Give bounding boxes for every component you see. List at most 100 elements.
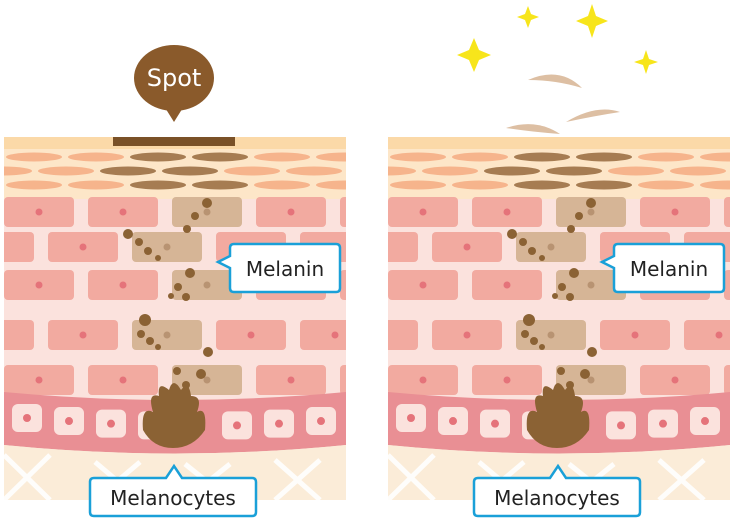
melanin-granule <box>552 293 558 299</box>
melanin-granules <box>507 198 597 389</box>
corneum-flake <box>192 152 248 162</box>
skin-cell <box>4 232 34 262</box>
cell-nucleus <box>419 281 427 289</box>
cell-nucleus <box>380 244 387 251</box>
cell-nucleus <box>503 376 511 384</box>
cell-nucleus <box>203 376 211 384</box>
melanocyte-hand-icon <box>142 383 206 448</box>
corneum-flake <box>130 152 186 162</box>
shedding-flakes <box>506 74 620 134</box>
melanin-granule <box>566 293 574 301</box>
melanin-callout-left: Melanin <box>215 242 342 294</box>
cell-nucleus <box>715 331 723 339</box>
cell-nucleus <box>35 208 43 216</box>
cell-nucleus <box>247 331 255 339</box>
cell-nucleus <box>503 281 511 289</box>
cell-nucleus <box>65 417 73 426</box>
corneum-flake <box>286 166 342 176</box>
corneum-flake <box>514 180 570 190</box>
cell-nucleus <box>203 208 211 216</box>
stratum-corneum-flakes <box>4 152 346 190</box>
cell-nucleus <box>587 208 595 216</box>
melanin-granule <box>203 347 213 357</box>
basal-cell <box>348 404 378 432</box>
melanin-granule <box>144 247 152 255</box>
melanin-granule <box>587 347 597 357</box>
corneum-flake <box>576 152 632 162</box>
corneum-flake <box>452 152 508 162</box>
skin-cell <box>300 320 346 350</box>
cell-nucleus <box>547 331 555 339</box>
cell-nucleus <box>671 208 679 216</box>
cell-nucleus <box>331 331 339 339</box>
cell-nucleus <box>23 414 31 422</box>
melanin-granule <box>182 293 190 301</box>
melanin-granule <box>557 367 565 375</box>
corneum-flake <box>254 152 310 162</box>
melanocyte-hand-icon <box>526 383 590 448</box>
cell-nucleus <box>463 331 471 339</box>
cell-nucleus <box>463 243 471 251</box>
cell-nucleus <box>659 419 667 428</box>
sparkle-icon <box>457 4 658 74</box>
corneum-flake <box>4 166 32 176</box>
cell-nucleus <box>35 376 43 384</box>
skin-cell <box>340 365 346 395</box>
melanin-callout-right: Melanin <box>599 242 726 294</box>
skin-cell <box>684 320 730 350</box>
cell-nucleus <box>119 376 127 384</box>
cell-nucleus <box>407 414 415 422</box>
corneum-flake <box>316 180 346 190</box>
skin-cell <box>388 232 418 262</box>
corneum-flake <box>68 180 124 190</box>
cell-nucleus <box>203 281 211 289</box>
corneum-flake <box>608 166 664 176</box>
cell-nucleus <box>547 243 555 251</box>
cell-nucleus <box>119 208 127 216</box>
corneum-flake <box>732 167 736 176</box>
melanin-granule <box>191 212 199 220</box>
melanin-granule <box>139 314 151 326</box>
corneum-flake <box>388 166 416 176</box>
cell-nucleus <box>380 332 387 339</box>
corneum-flake <box>100 166 156 176</box>
basal-cell <box>732 404 736 432</box>
cell-nucleus <box>701 417 709 426</box>
melanocytes-callout-left: Melanocytes <box>88 463 258 518</box>
melanin-granule <box>539 255 545 261</box>
melanin-granule <box>174 283 182 291</box>
melanin-granule <box>519 238 527 246</box>
skin-cell <box>388 320 418 350</box>
corneum-flake <box>576 180 632 190</box>
melanin-label-right: Melanin <box>630 257 708 281</box>
corneum-flake <box>700 152 730 162</box>
melanin-granule <box>567 225 575 233</box>
surface-spot <box>113 137 235 146</box>
cell-nucleus <box>372 377 379 384</box>
cell-nucleus <box>419 376 427 384</box>
cell-nucleus <box>79 331 87 339</box>
cell-nucleus <box>163 243 171 251</box>
corneum-flake <box>390 180 446 190</box>
melanin-granule <box>569 268 579 278</box>
cell-nucleus <box>287 208 295 216</box>
cell-nucleus <box>0 244 3 251</box>
skin-cell <box>724 365 730 395</box>
skin-cell <box>340 197 346 227</box>
melanin-granule <box>530 337 538 345</box>
corneum-flake <box>546 166 602 176</box>
corneum-flake <box>192 180 248 190</box>
cell-nucleus <box>0 332 3 339</box>
melanin-granule <box>558 283 566 291</box>
corneum-flake <box>316 152 346 162</box>
cell-nucleus <box>491 419 499 428</box>
cell-nucleus <box>359 414 367 422</box>
melanin-granule <box>183 225 191 233</box>
cell-nucleus <box>587 281 595 289</box>
melanin-granule <box>173 367 181 375</box>
epidermis-cells <box>0 197 379 395</box>
cell-nucleus <box>671 376 679 384</box>
melanin-granule <box>528 247 536 255</box>
melanin-granule <box>146 337 154 345</box>
